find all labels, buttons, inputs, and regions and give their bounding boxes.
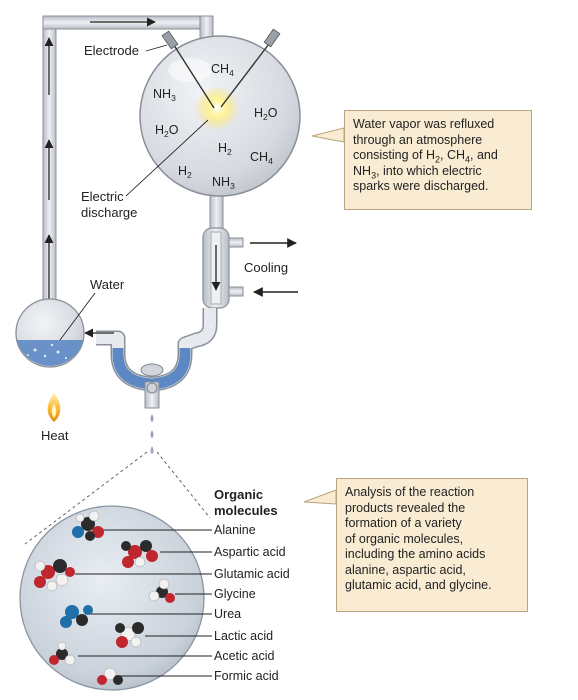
products-sphere: [19, 505, 205, 691]
molecule-name-alanine: Alanine: [214, 523, 256, 537]
cooling-label: Cooling: [244, 260, 288, 275]
electric-discharge-leader: [125, 119, 209, 197]
callout-top-line1: Water vapor was refluxed: [353, 117, 495, 131]
callout-top-line2: through an atmosphere: [353, 132, 483, 147]
gas-label-ch4-right: CH4: [250, 150, 273, 166]
heat-label: Heat: [41, 428, 69, 443]
electric-discharge-label-line2: discharge: [81, 205, 137, 220]
molecule-aspartic-acid: [121, 540, 158, 568]
zoom-lines: [24, 451, 211, 545]
callout-bottom: Analysis of the reaction products reveal…: [336, 478, 528, 612]
molecule-acetic-acid: [49, 641, 76, 666]
molecule-name-glycine: Glycine: [214, 587, 256, 601]
molecule-name-list: Alanine Aspartic acid Glutamic acid Glyc…: [214, 523, 290, 683]
callout-bottom-line: products revealed the: [345, 500, 466, 515]
gas-label-ch4-top: CH4: [211, 62, 234, 78]
callout-bottom-line: glutamic acid, and glycine.: [345, 578, 492, 592]
callout-bottom-pointer: [303, 489, 337, 505]
callout-bottom-line: alanine, aspartic acid,: [345, 562, 466, 577]
organic-molecules-heading-line2: molecules: [214, 503, 278, 518]
callout-bottom-line: of organic molecules,: [345, 531, 464, 546]
callout-bottom-line: including the amino acids: [345, 547, 486, 561]
boiling-flask: [15, 298, 85, 368]
molecule-name-formic-acid: Formic acid: [214, 669, 279, 683]
electrode-leader: [145, 44, 168, 52]
gas-label-h2-center: H2: [218, 141, 232, 157]
drips: [150, 414, 154, 454]
water-label: Water: [90, 277, 125, 292]
molecule-name-urea: Urea: [214, 607, 241, 621]
molecule-leaders: [75, 529, 212, 677]
molecule-name-aspartic-acid: Aspartic acid: [214, 545, 286, 559]
callout-top-line3: consisting of H2, CH4, and: [353, 148, 498, 165]
callout-top-line5: sparks were discharged.: [353, 179, 489, 193]
callout-top: Water vapor was refluxed through an atmo…: [344, 110, 532, 210]
callout-top-line4: NH3, into which electric: [353, 163, 482, 180]
flow-arrows-left-tube: [44, 17, 156, 300]
cooling-arrows: [250, 238, 298, 297]
molecule-glycine: [148, 578, 175, 603]
callout-bottom-line: formation of a variety: [345, 516, 462, 530]
electric-discharge-label-line1: Electric: [81, 189, 124, 204]
molecule-name-glutamic-acid: Glutamic acid: [214, 567, 290, 581]
molecule-glutamic-acid: [34, 559, 75, 592]
callout-top-pointer: [311, 127, 345, 143]
water-leader: [59, 292, 96, 341]
molecule-name-acetic-acid: Acetic acid: [214, 649, 274, 663]
organic-molecules-heading-line1: Organic: [214, 487, 263, 502]
electrodes: [161, 28, 281, 109]
molecule-name-lactic-acid: Lactic acid: [214, 629, 273, 643]
gas-label-h2-left: H2: [178, 164, 192, 180]
gas-labels: CH4 NH3 H2O H2O H2 CH4 H2 NH3: [153, 62, 278, 191]
molecule-lactic-acid: [115, 622, 144, 648]
stopcock: [140, 363, 164, 409]
electrode-label: Electrode: [84, 43, 139, 58]
gas-label-nh3-bottom: NH3: [212, 175, 235, 191]
gas-label-nh3-top: NH3: [153, 87, 176, 103]
flame-icon: [47, 393, 61, 422]
gas-label-h2o-right: H2O: [254, 106, 278, 122]
molecule-formic-acid: [97, 667, 123, 685]
molecule-urea: [60, 605, 93, 628]
callout-bottom-line: Analysis of the reaction: [345, 485, 475, 499]
molecule-alanine: [72, 510, 104, 541]
condenser: [202, 227, 244, 309]
gas-label-h2o-left: H2O: [155, 123, 179, 139]
